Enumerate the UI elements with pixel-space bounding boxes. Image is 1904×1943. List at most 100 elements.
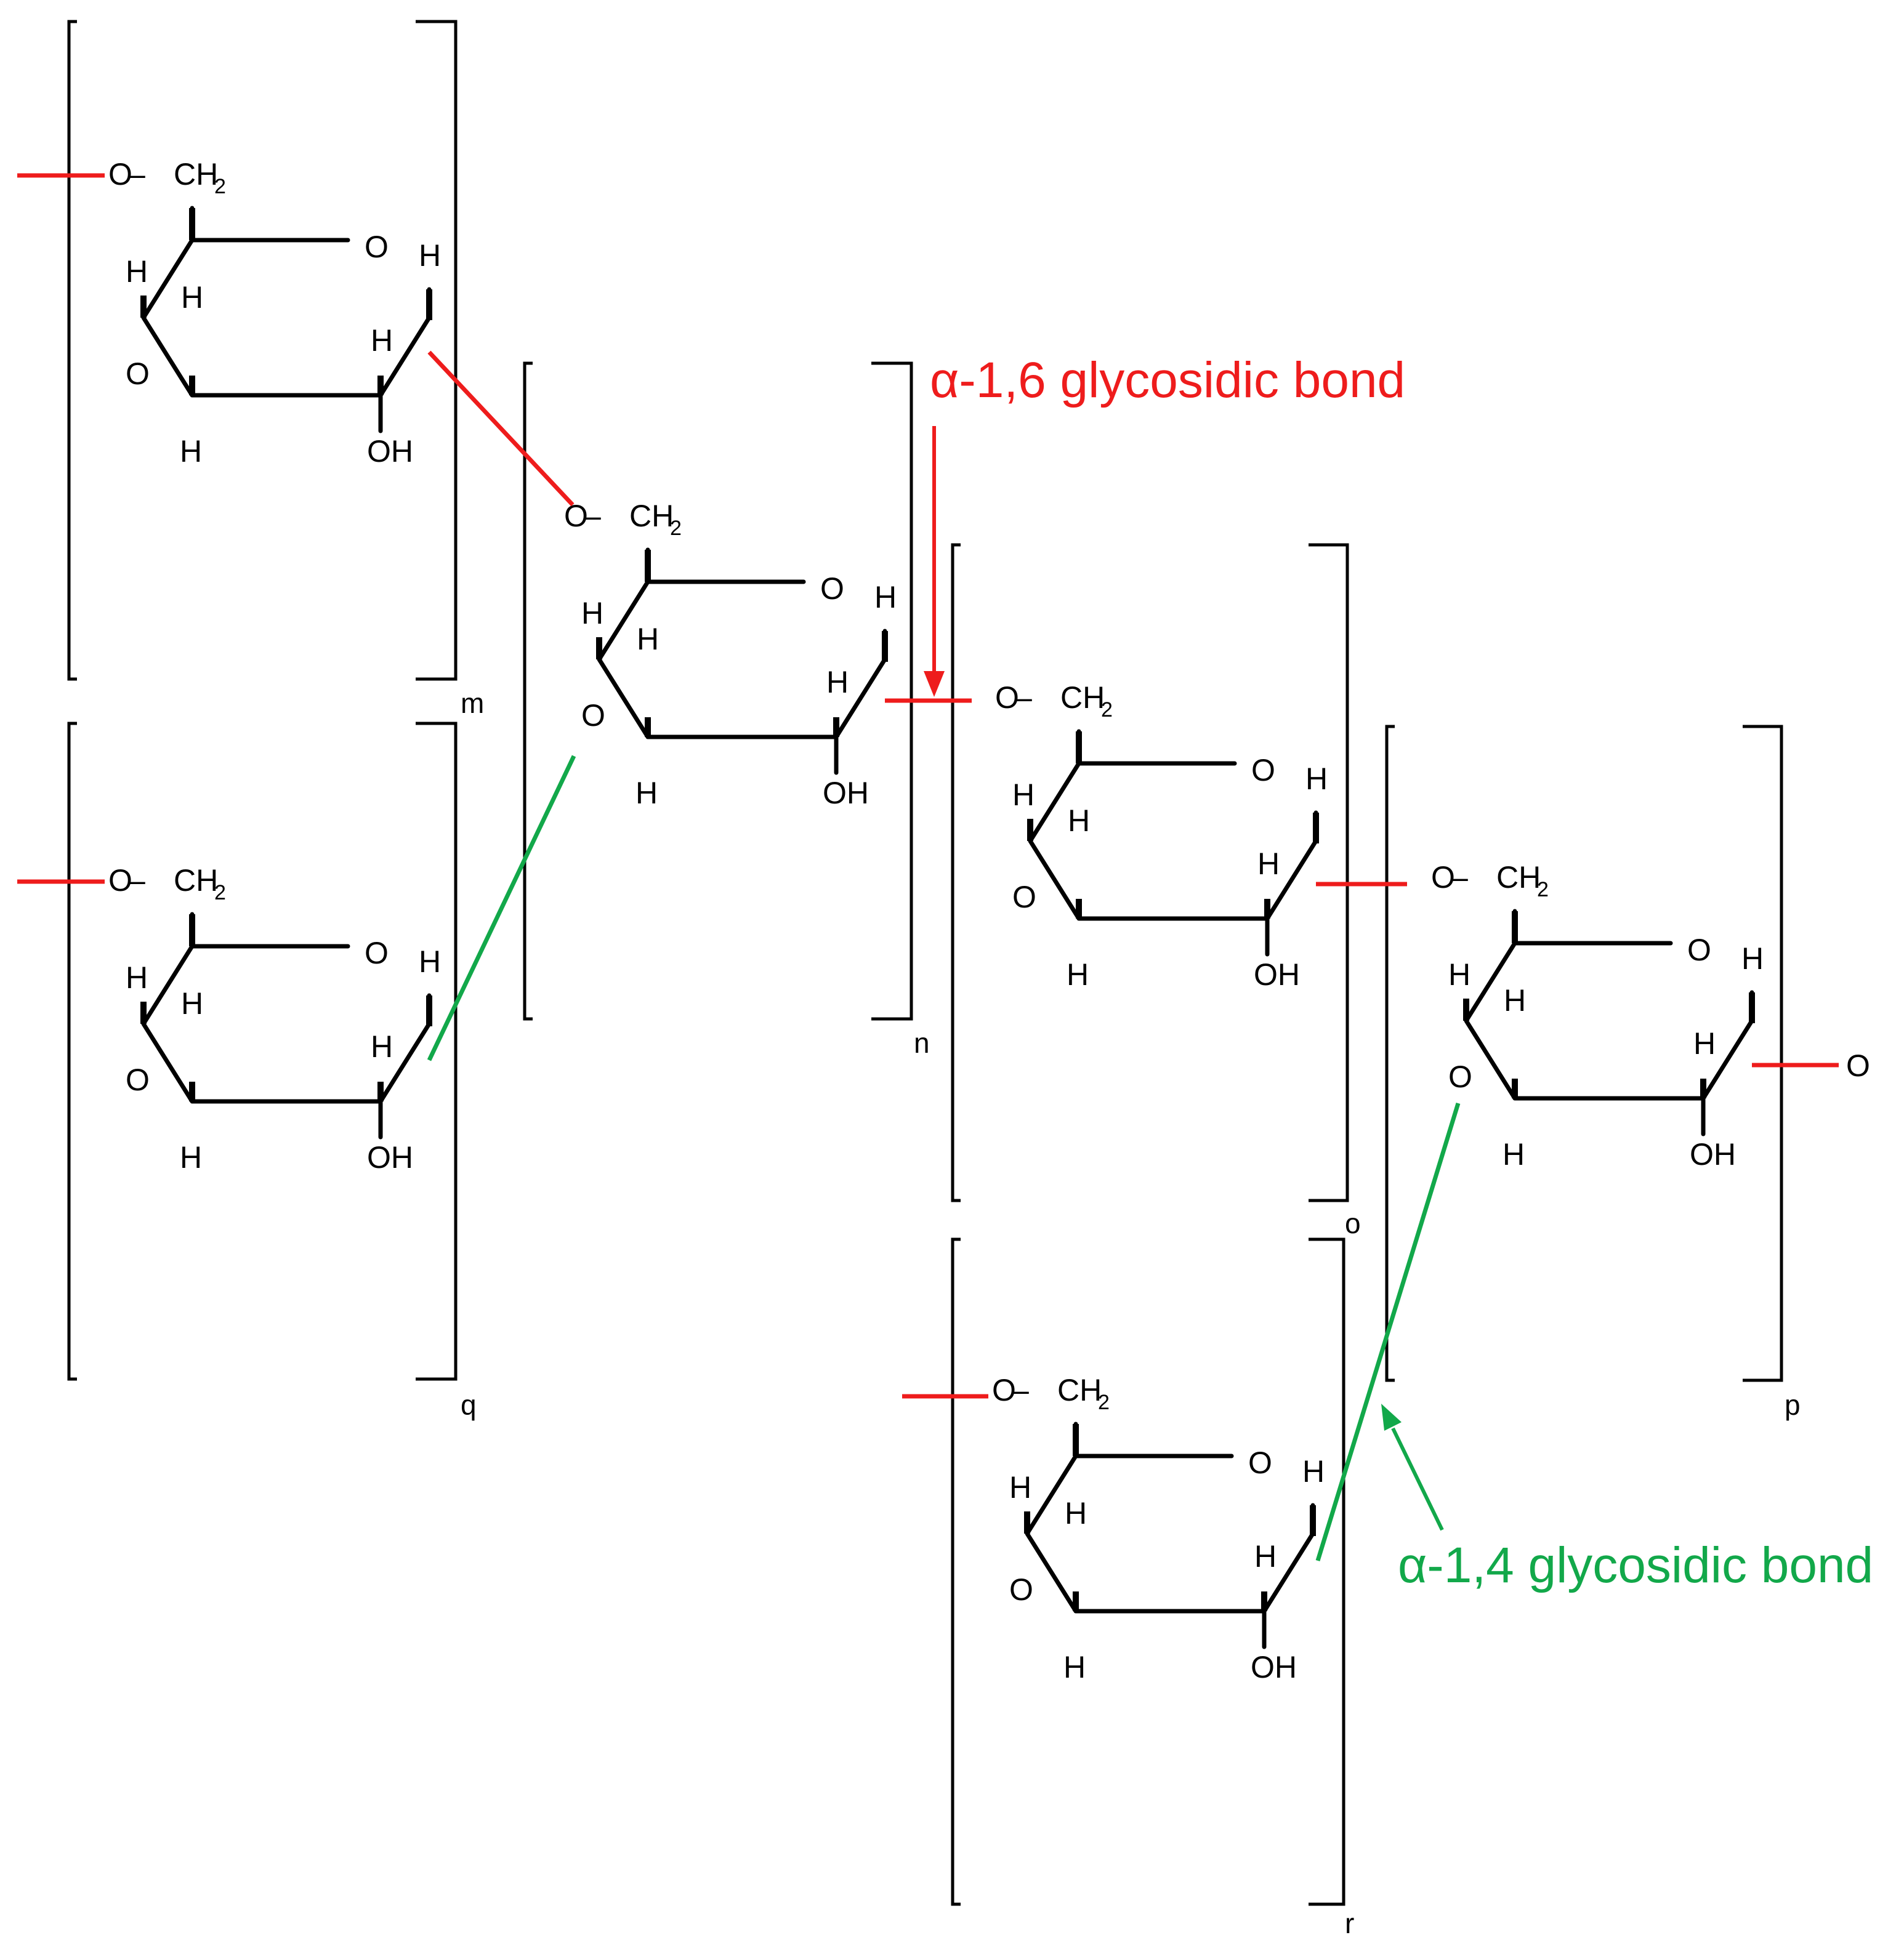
glucose-unit-q: O – CH 2 O H H H H O H OH xyxy=(108,863,441,1175)
glucose-unit-o: O – CH 2 O H H H H O H OH xyxy=(995,680,1328,992)
subscript-p: p xyxy=(1785,1389,1801,1421)
h1: H xyxy=(1305,762,1328,796)
oh: OH xyxy=(367,1140,413,1175)
oh: OH xyxy=(1251,1650,1297,1684)
h4: H xyxy=(1012,778,1035,812)
ch2-subscript: 2 xyxy=(1537,878,1549,901)
h2: H xyxy=(1693,1026,1716,1061)
ch2-atom: CH xyxy=(1057,1373,1102,1407)
o4: O xyxy=(126,356,150,391)
h5: H xyxy=(637,622,659,656)
bracket-m: m xyxy=(67,20,484,719)
arrow-alpha-1-4-head xyxy=(1381,1404,1402,1431)
ch2-subscript: 2 xyxy=(214,175,226,198)
h1: H xyxy=(874,580,897,614)
h2: H xyxy=(1254,1539,1277,1574)
o6-atom: O xyxy=(108,863,132,898)
bracket-p: p xyxy=(1385,725,1801,1421)
h4: H xyxy=(1009,1470,1031,1505)
ring-oxygen: O xyxy=(1248,1446,1272,1480)
h1: H xyxy=(1302,1454,1325,1489)
glucose-unit-n: O – CH 2 O H H H H O H OH xyxy=(564,499,897,810)
h2: H xyxy=(826,665,849,699)
ring-oxygen: O xyxy=(365,936,389,970)
subscript-o: o xyxy=(1345,1207,1361,1239)
o4: O xyxy=(1012,880,1036,914)
ch2-atom: CH xyxy=(1060,680,1105,715)
o4: O xyxy=(1448,1060,1472,1094)
h5: H xyxy=(181,280,203,315)
h3: H xyxy=(1503,1137,1525,1172)
h4: H xyxy=(126,254,148,289)
bracket-n: n xyxy=(523,361,930,1059)
arrow-alpha-1-6-head xyxy=(924,671,945,697)
alpha-1-6-links: O xyxy=(17,173,1870,1399)
bracket-q: q xyxy=(67,722,477,1421)
ring-oxygen: O xyxy=(1687,933,1711,967)
glucose-unit-m: O – CH 2 O H H H H O H OH xyxy=(108,157,441,469)
ch2-subscript: 2 xyxy=(1101,698,1113,722)
ch2-atom: CH xyxy=(174,157,218,191)
h2: H xyxy=(371,323,393,358)
h3: H xyxy=(635,776,658,810)
subscript-m: m xyxy=(461,687,484,719)
h1: H xyxy=(1741,941,1764,976)
h5: H xyxy=(1068,803,1090,838)
ch2-atom: CH xyxy=(629,499,674,533)
h5: H xyxy=(1504,983,1526,1018)
arrow-alpha-1-4-line xyxy=(1391,1427,1444,1531)
h3: H xyxy=(180,434,202,469)
dash: – xyxy=(128,157,145,191)
h2: H xyxy=(1257,847,1280,881)
h5: H xyxy=(1065,1496,1087,1531)
arrow-alpha-1-6 xyxy=(924,426,945,697)
h1: H xyxy=(419,238,441,273)
oh: OH xyxy=(1690,1137,1736,1172)
bracket-o: o xyxy=(951,543,1361,1239)
o6-atom: O xyxy=(1431,860,1455,895)
dash: – xyxy=(128,863,145,898)
ring-oxygen: O xyxy=(365,230,389,264)
terminal-oxygen: O xyxy=(1846,1048,1870,1083)
o6-atom: O xyxy=(108,157,132,191)
ring-oxygen: O xyxy=(1251,753,1275,787)
ch2-subscript: 2 xyxy=(1098,1391,1110,1414)
dash: – xyxy=(1012,1373,1029,1407)
oh: OH xyxy=(367,434,413,469)
dash: – xyxy=(1015,680,1032,715)
oh: OH xyxy=(1254,957,1300,992)
arrow-alpha-1-4 xyxy=(1381,1404,1444,1531)
bracket-r: r xyxy=(951,1237,1354,1939)
alpha-1-4-label: α-1,4 glycosidic bond xyxy=(1398,1537,1873,1593)
subscript-q: q xyxy=(461,1389,477,1421)
h3: H xyxy=(180,1140,202,1175)
glucose-unit-r: O – CH 2 O H H H H O H OH xyxy=(992,1373,1325,1684)
h4: H xyxy=(581,596,603,630)
ch2-subscript: 2 xyxy=(214,881,226,904)
alpha-1-4-links xyxy=(427,755,1461,1562)
o4: O xyxy=(126,1063,150,1097)
h3: H xyxy=(1063,1650,1086,1684)
o6-atom: O xyxy=(564,499,588,533)
h4: H xyxy=(1448,957,1470,992)
oh: OH xyxy=(823,776,869,810)
dash: – xyxy=(584,499,601,533)
h4: H xyxy=(126,960,148,995)
h5: H xyxy=(181,986,203,1021)
glucose-unit-p: O – CH 2 O H H H H O H OH xyxy=(1431,860,1764,1172)
o6-atom: O xyxy=(995,680,1019,715)
h2: H xyxy=(371,1029,393,1064)
green-link-q-to-n xyxy=(427,755,576,1061)
alpha-1-6-label: α-1,6 glycosidic bond xyxy=(930,352,1405,408)
ch2-atom: CH xyxy=(174,863,218,898)
o6-atom: O xyxy=(992,1373,1016,1407)
subscript-n: n xyxy=(914,1027,930,1059)
o4: O xyxy=(1009,1572,1033,1607)
o4: O xyxy=(581,698,605,733)
h1: H xyxy=(419,944,441,979)
red-link-m-to-n xyxy=(427,350,575,507)
ch2-subscript: 2 xyxy=(670,517,682,540)
dash: – xyxy=(1451,860,1468,895)
subscript-r: r xyxy=(1345,1907,1354,1939)
